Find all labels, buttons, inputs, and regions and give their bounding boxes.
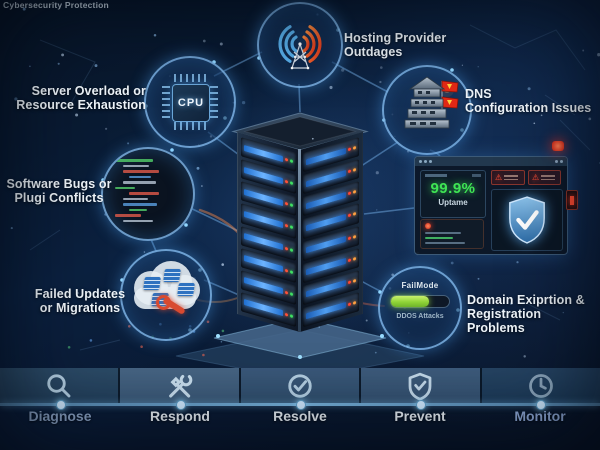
label-line: Software Bugs or <box>6 177 112 191</box>
label-line: Plugi Conflicts <box>14 191 104 205</box>
label-line: DNS <box>465 87 492 101</box>
label-line: Hosting Provider <box>344 31 447 45</box>
code-editor-icon <box>115 159 181 229</box>
uptime-label: Uptame <box>438 198 468 207</box>
cpu-chip-label: CPU <box>177 97 205 109</box>
alert-indicator-chip <box>566 190 578 210</box>
card-header-controls <box>472 174 481 177</box>
alarm-siren-icon <box>552 141 564 151</box>
window-dot-icon <box>560 160 563 163</box>
hosting-outages-node-circle <box>257 2 343 88</box>
process-step-labels: Diagnose Respond Resolve Prevent Monitor <box>0 408 600 424</box>
warning-triangle-icon: ⚠ <box>532 172 540 182</box>
failover-progress-track <box>390 295 450 308</box>
label-domain-expiration: Domain Exiprtion & Registration Problems <box>467 293 599 335</box>
cpu-chip-icon: CPU <box>172 84 210 122</box>
dns-issues-node-circle <box>382 65 472 155</box>
domain-expiration-node-circle: FailMode DDOS Attacks <box>378 266 462 350</box>
window-dot-icon <box>419 160 422 163</box>
process-bar <box>0 368 600 404</box>
cpu-pins-left <box>162 86 170 118</box>
step-panel-diagnose <box>0 368 119 404</box>
clock-icon <box>528 374 553 398</box>
failed-updates-node-circle <box>120 249 212 341</box>
security-shield-panel <box>491 189 563 251</box>
timeline-dot <box>536 400 546 410</box>
step-panel-respond <box>118 368 239 404</box>
label-dns-issues: DNS Configuration Issues <box>465 87 597 115</box>
warning-chip: ⚠ <box>528 170 561 185</box>
server-rack-left-face <box>237 132 299 332</box>
window-dot-icon <box>555 160 558 163</box>
constellation-lines <box>29 24 591 351</box>
server-overload-node-circle: CPU <box>144 56 236 148</box>
label-line: Registration Problems <box>467 307 542 335</box>
label-line: Failed Updates <box>34 287 126 301</box>
label-line: or Migrations <box>39 301 121 315</box>
failover-progress-fill <box>391 296 430 307</box>
step-label-resolve: Resolve <box>273 408 327 424</box>
alert-log-card <box>420 219 484 249</box>
label-line: Resource Exhaustion <box>16 98 146 112</box>
monitoring-dashboard-window: 99.9% Uptame ⚠ ⚠ <box>414 156 568 255</box>
software-bugs-node-circle <box>101 147 195 241</box>
label-line: Outdages <box>344 45 403 59</box>
window-dot-icon <box>424 160 427 163</box>
cpu-pins-top <box>174 74 206 82</box>
step-panel-prevent <box>359 368 480 404</box>
failover-widget-subtitle: DDOS Attacks <box>396 313 444 320</box>
log-text-bar <box>425 237 453 239</box>
step-label-respond: Respond <box>150 408 210 424</box>
label-failed-updates: Failed Updates or Migrations <box>26 287 134 315</box>
shield-check-step-icon <box>409 372 432 401</box>
crossed-tools-icon <box>168 373 192 398</box>
warning-chip: ⚠ <box>491 170 525 185</box>
label-hosting-outages: Hosting Provider Outdages <box>344 31 494 59</box>
timeline-dot <box>56 400 66 410</box>
server-pagoda-alert-icon <box>404 76 459 129</box>
alert-siren-icon <box>425 223 431 229</box>
server-rack-front-edge <box>297 149 301 332</box>
uptime-card: 99.9% Uptame <box>420 170 486 218</box>
cpu-pins-bottom <box>174 122 206 130</box>
server-rack-right-face <box>300 131 363 332</box>
label-line: Configuration Issues <box>465 101 592 115</box>
label-server-overload: Server Overload or Resource Exhaustion <box>14 84 146 112</box>
timeline-dot <box>176 400 186 410</box>
window-dot-icon <box>429 160 432 163</box>
timeline-dot <box>296 400 306 410</box>
db-stack-icon <box>177 283 195 296</box>
check-circle-icon <box>288 374 312 398</box>
radio-tower-icon <box>278 25 322 70</box>
shield-check-icon <box>509 196 545 244</box>
step-label-diagnose: Diagnose <box>28 408 92 424</box>
window-controls <box>555 160 563 163</box>
step-label-prevent: Prevent <box>394 408 446 424</box>
step-panel-monitor <box>479 368 600 404</box>
label-line: Domain Exiprtion & <box>467 293 585 307</box>
chip-text-bars <box>504 175 519 180</box>
failover-widget-title: FailMode <box>401 281 439 290</box>
timeline-dot <box>416 400 426 410</box>
step-label-monitor: Monitor <box>514 408 566 424</box>
label-software-bugs: Software Bugs or Plugi Conflicts <box>6 177 112 205</box>
log-text-bar <box>425 242 465 244</box>
dashboard-titlebar <box>415 157 567 166</box>
cpu-pins-right <box>210 86 218 118</box>
magnifier-icon <box>47 374 71 398</box>
db-stack-icon <box>163 269 181 282</box>
chip-text-bars <box>541 175 556 180</box>
label-line: Server Overload or <box>31 84 146 98</box>
label-cybersecurity-protection: Cybersecurity Protection <box>3 0 109 10</box>
warning-triangle-icon: ⚠ <box>495 172 503 182</box>
step-panel-resolve <box>238 368 360 404</box>
log-text-bar <box>425 232 461 234</box>
uptime-value: 99.9% <box>430 180 476 197</box>
db-stack-icon <box>143 277 161 290</box>
card-header-bar <box>425 174 447 177</box>
